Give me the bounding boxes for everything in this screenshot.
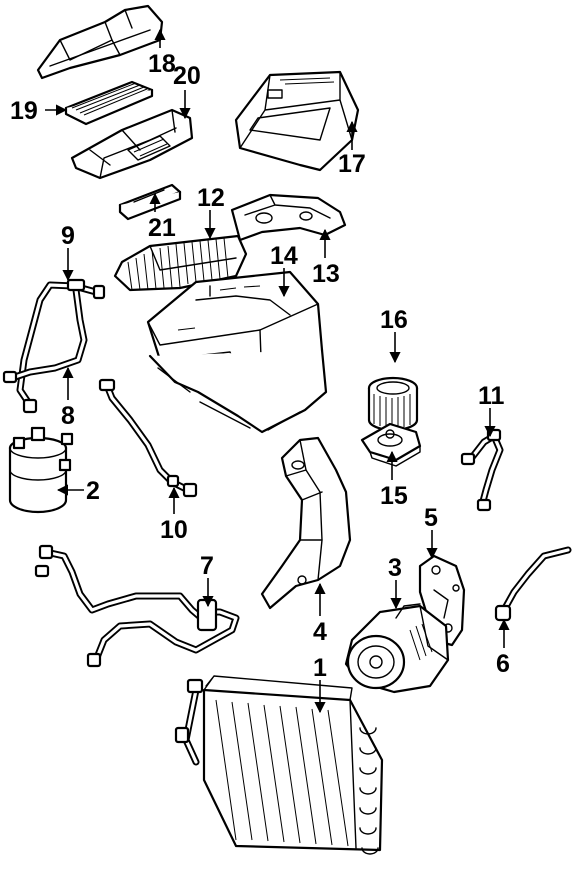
part-4-side-duct [260,436,352,610]
callout-8: 8 [61,402,75,430]
part-19-air-filter [64,80,154,126]
callout-10: 10 [160,516,188,544]
part-12-heater-core [113,234,248,292]
callout-6: 6 [496,650,510,678]
callout-19: 19 [10,97,38,125]
part-1-condenser [174,675,384,855]
part-14-lower-case [146,270,328,434]
callout-20: 20 [173,62,201,90]
callout-13: 13 [312,260,340,288]
part-15-blower-motor [360,422,422,467]
callout-14: 14 [270,242,298,270]
part-11-hose [460,428,504,512]
callout-4: 4 [313,618,327,646]
callout-11: 11 [478,382,505,410]
callout-1: 1 [313,654,327,682]
callout-5: 5 [424,504,438,532]
callout-12: 12 [197,184,225,212]
part-10-hose [98,378,198,498]
callout-7: 7 [200,552,214,580]
callout-3: 3 [388,554,402,582]
part-8-9-hoses [2,278,106,414]
part-20-filter-housing [70,108,194,180]
callout-21: 21 [148,214,176,242]
part-6-hose [494,546,572,622]
callout-2: 2 [86,477,100,505]
part-7-hose-assembly [34,544,240,668]
part-18-duct-cover [36,4,164,80]
callout-leaders [45,28,510,714]
part-16-blower-wheel [367,376,419,432]
part-2-accumulator [8,426,74,514]
callout-18: 18 [148,50,176,78]
callout-15: 15 [380,482,408,510]
part-3-compressor [344,603,450,694]
callout-17: 17 [338,150,366,178]
callout-9: 9 [61,222,75,250]
part-13-duct [230,193,347,242]
callout-16: 16 [380,306,408,334]
callout-labels: 18 20 19 17 21 12 13 14 16 9 8 11 15 2 1… [10,50,510,682]
